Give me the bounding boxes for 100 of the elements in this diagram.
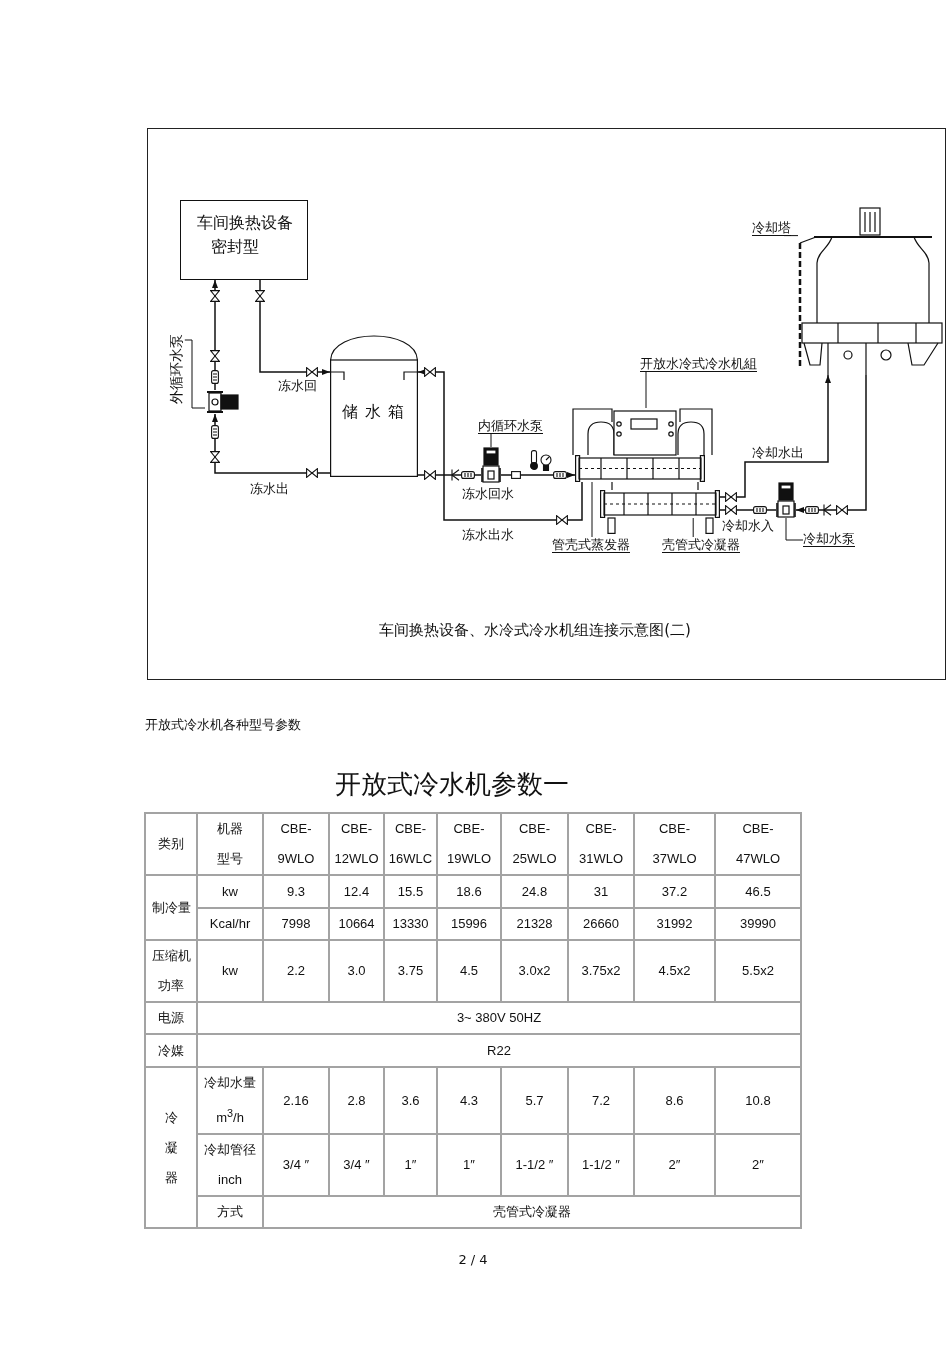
table-cell: 3~ 380V 50HZ <box>197 1002 801 1034</box>
table-cell: 15.5 <box>384 875 437 908</box>
row-header-cell: 电源 <box>145 1002 197 1034</box>
table-cell: 21328 <box>501 908 568 940</box>
section-heading: 开放式冷水机各种型号参数 <box>145 717 301 733</box>
row-header-cell: 冷却水量 m$^{3}$/h <box>197 1067 263 1135</box>
pipe-label: 冻水回水 <box>462 486 514 502</box>
table-cell: 46.5 <box>715 875 801 908</box>
pipe <box>212 279 218 391</box>
leader-line <box>184 339 206 409</box>
column-header-cell: CBE- 25WLO <box>501 813 568 875</box>
table-cell: 3.0x2 <box>501 940 568 1002</box>
callout-label: 管壳式蒸发器 <box>552 537 630 553</box>
row-header-cell: 冷媒 <box>145 1034 197 1067</box>
row-header-cell: 压缩机功率 <box>145 940 197 1002</box>
table-cell: 26660 <box>568 908 634 940</box>
table-cell: 3/4 ″ <box>263 1134 329 1197</box>
table-cell: 3.6 <box>384 1067 437 1135</box>
row-header-cell: kw <box>197 940 263 1002</box>
box-subheading: 密封型 <box>211 237 259 257</box>
table-cell: 12.4 <box>329 875 384 908</box>
cooling-tower-drawing <box>798 205 944 375</box>
column-header-cell: 类别 <box>145 813 197 875</box>
leader-line <box>692 517 694 538</box>
table-cell: 15996 <box>437 908 501 940</box>
callout-label: 开放水冷式冷水机組 <box>640 356 757 372</box>
table-cell: 2.2 <box>263 940 329 1002</box>
callout-label: 内循环水泵 <box>478 418 543 434</box>
page-number: 2 / 4 <box>458 1252 488 1268</box>
callout-label: 外循环水泵 <box>168 334 185 404</box>
leader-line <box>645 371 647 409</box>
leader-line <box>785 517 804 541</box>
pipe-label: 冻水回 <box>278 378 317 394</box>
table-cell: 13330 <box>384 908 437 940</box>
pump-icon <box>776 482 796 518</box>
column-header-cell: CBE- 47WLO <box>715 813 801 875</box>
pipe-label: 冷却水入 <box>722 518 774 534</box>
table-cell: 39990 <box>715 908 801 940</box>
evaporator-vessel <box>575 455 705 482</box>
table-cell: 2″ <box>715 1134 801 1197</box>
table-cell: 5.5x2 <box>715 940 801 1002</box>
table-cell: 1″ <box>437 1134 501 1197</box>
column-header-cell: CBE- 31WLO <box>568 813 634 875</box>
table-cell: 8.6 <box>634 1067 715 1135</box>
callout-label: 冷却水泵 <box>803 531 855 547</box>
table-cell: 3.75x2 <box>568 940 634 1002</box>
table-cell: 3.75 <box>384 940 437 1002</box>
row-header-cell: 制冷量 <box>145 875 197 940</box>
row-header-cell: 冷却管径 inch <box>197 1134 263 1197</box>
pipe <box>500 472 576 478</box>
pipe <box>417 474 482 476</box>
table-title: 开放式冷水机参数一 <box>335 769 569 801</box>
row-header-cell: Kcal/hr <box>197 908 263 940</box>
pipe-label: 冷却水出 <box>752 445 804 461</box>
column-header-cell: CBE- 12WLO <box>329 813 384 875</box>
table-cell: 18.6 <box>437 875 501 908</box>
table-cell: 9.3 <box>263 875 329 908</box>
table-cell: 1″ <box>384 1134 437 1197</box>
table-cell: 1-1/2 ″ <box>501 1134 568 1197</box>
callout-label: 壳管式冷凝器 <box>662 537 740 553</box>
pump-icon <box>205 390 239 414</box>
table-cell: 7998 <box>263 908 329 940</box>
row-header-cell: kw <box>197 875 263 908</box>
table-cell: 10664 <box>329 908 384 940</box>
table-cell: 31 <box>568 875 634 908</box>
table-cell: 3/4 ″ <box>329 1134 384 1197</box>
table-cell: 4.3 <box>437 1067 501 1135</box>
table-cell: 37.2 <box>634 875 715 908</box>
table-cell: 4.5x2 <box>634 940 715 1002</box>
row-header-cell: 冷凝器 <box>145 1067 197 1229</box>
table-cell: 5.7 <box>501 1067 568 1135</box>
chiller-unit <box>572 408 720 534</box>
table-cell: 3.0 <box>329 940 384 1002</box>
table-cell: R22 <box>197 1034 801 1067</box>
storage-tank <box>330 336 418 477</box>
column-header-cell: CBE- 9WLO <box>263 813 329 875</box>
tank-label: 储水箱 <box>342 402 412 422</box>
table-cell: 2.16 <box>263 1067 329 1135</box>
pipe <box>212 413 331 474</box>
pipe <box>417 369 583 521</box>
figure-caption: 车间换热设备、水冷式冷水机组连接示意图(二) <box>379 621 691 639</box>
table-cell: 1-1/2 ″ <box>568 1134 634 1197</box>
table-cell: 4.5 <box>437 940 501 1002</box>
table-cell: 2″ <box>634 1134 715 1197</box>
column-header-cell: CBE- 37WLO <box>634 813 715 875</box>
callout-label: 冷却塔 <box>752 220 791 236</box>
column-header-cell: CBE- 19WLO <box>437 813 501 875</box>
pipe-label: 冻水出水 <box>462 527 514 543</box>
table-cell: 24.8 <box>501 875 568 908</box>
pump-icon <box>481 447 501 483</box>
table-cell: 壳管式冷凝器 <box>263 1196 801 1229</box>
pipe-label: 冻水出 <box>250 481 289 497</box>
pipe <box>719 509 777 511</box>
table-cell: 10.8 <box>715 1067 801 1135</box>
condenser-vessel <box>600 490 720 518</box>
leader-line <box>591 481 593 538</box>
box-heading: 车间换热设备 <box>197 213 293 233</box>
table-cell: 2.8 <box>329 1067 384 1135</box>
leader-line <box>490 433 492 448</box>
column-header-cell: CBE- 16WLC <box>384 813 437 875</box>
